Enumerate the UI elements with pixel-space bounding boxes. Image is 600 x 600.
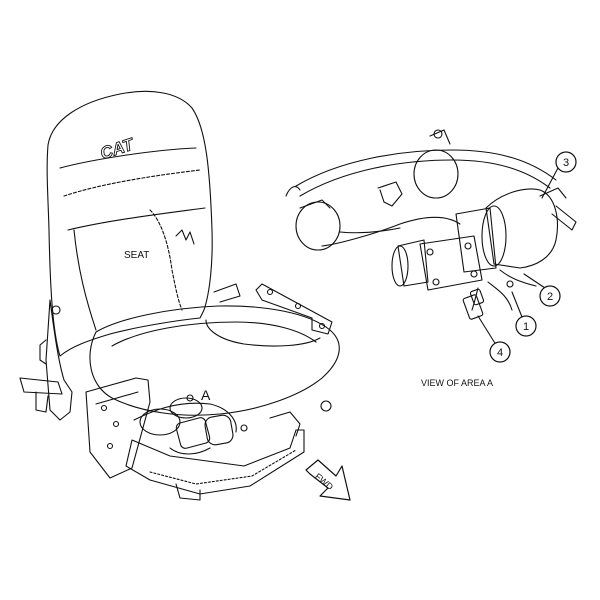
wire-to-1	[487, 281, 513, 311]
base-hole-1	[100, 404, 108, 412]
area-a-harness	[133, 394, 248, 455]
motor-cylinder	[397, 239, 429, 287]
harness-lower-cable	[321, 216, 461, 247]
harness-clip-loop-2	[413, 149, 459, 199]
plate-bolt-1	[426, 248, 434, 256]
wire-to-2	[499, 269, 537, 287]
callout-2: 2	[539, 285, 561, 307]
compressor-end-cap	[481, 205, 507, 267]
view-caption: VIEW OF AREA A	[421, 378, 493, 388]
connector-4	[462, 294, 484, 320]
seat-lever	[19, 377, 63, 395]
seat-side-bracket	[39, 339, 47, 365]
clip-tab-1	[299, 199, 331, 209]
plate-bolt-3	[432, 278, 440, 286]
callout-1-circle	[515, 315, 537, 337]
seat-lever-mount	[35, 391, 49, 413]
seat-base-rail	[95, 391, 139, 405]
seat-suspension	[125, 429, 305, 495]
mounting-plate	[419, 235, 483, 291]
seat-assembly	[19, 90, 340, 501]
seat-label: SEAT	[124, 250, 149, 261]
area-a-marker: A	[201, 387, 211, 403]
bracket-hole-a	[266, 288, 274, 296]
suspension-foot	[175, 483, 201, 501]
leader-3	[541, 167, 559, 199]
plate-bolt-4	[470, 270, 478, 278]
elbow-connector	[377, 181, 403, 207]
compressor-outlet	[539, 187, 567, 199]
bracket-hole-c	[318, 322, 326, 330]
harness-main-tube	[295, 149, 557, 187]
callout-3: 3	[555, 151, 577, 173]
callout-1-number: 1	[523, 321, 529, 333]
seat-right-bracket	[255, 283, 333, 335]
clip-eye-2	[433, 129, 443, 139]
plate-bolt-2	[464, 242, 472, 250]
seat-back-zigzag-detail	[175, 229, 195, 245]
compressor-housing	[455, 207, 497, 273]
seat-side-frame	[45, 299, 73, 421]
clip-tab-2	[429, 129, 451, 145]
wire-to-4	[471, 287, 479, 311]
compressor-pipe	[551, 205, 577, 231]
callout-1: 1	[515, 315, 537, 337]
seat-back-side-seam	[73, 229, 97, 331]
suspension-knob	[320, 400, 332, 412]
bracket-hole-b	[294, 302, 302, 310]
seat-back	[46, 90, 213, 357]
seat-back-zigzag	[149, 209, 183, 311]
callout-4-circle	[489, 341, 511, 363]
seat-side-bolt	[51, 305, 61, 315]
seat-cushion	[89, 305, 340, 416]
forward-arrow-icon	[305, 459, 351, 501]
leader-4	[477, 315, 499, 349]
seat-back-seam-lower	[67, 207, 206, 231]
suspension-latch	[269, 411, 301, 437]
callout-4-number: 4	[497, 347, 503, 359]
motor-cylinder-end	[391, 245, 409, 287]
callout-3-number: 3	[563, 157, 569, 169]
seat-cushion-seam	[111, 321, 317, 347]
callout-2-circle	[539, 285, 561, 307]
base-hole-3	[106, 442, 114, 450]
connector-4-latch	[469, 288, 485, 306]
callout-2-number: 2	[547, 291, 553, 303]
compressor-body	[485, 188, 558, 269]
callout-4: 4	[489, 341, 511, 363]
ground-terminal	[506, 280, 514, 288]
seat-hinge	[213, 283, 241, 303]
seat-base-frame	[85, 377, 151, 479]
base-hole-2	[112, 420, 120, 428]
suspension-dash	[149, 449, 297, 485]
seat-cushion-front-seam	[205, 319, 321, 347]
area-a-detail	[285, 129, 577, 349]
seat-back-seam	[59, 147, 197, 169]
callout-3-circle	[555, 151, 577, 173]
seat-back-stitch	[63, 169, 201, 197]
